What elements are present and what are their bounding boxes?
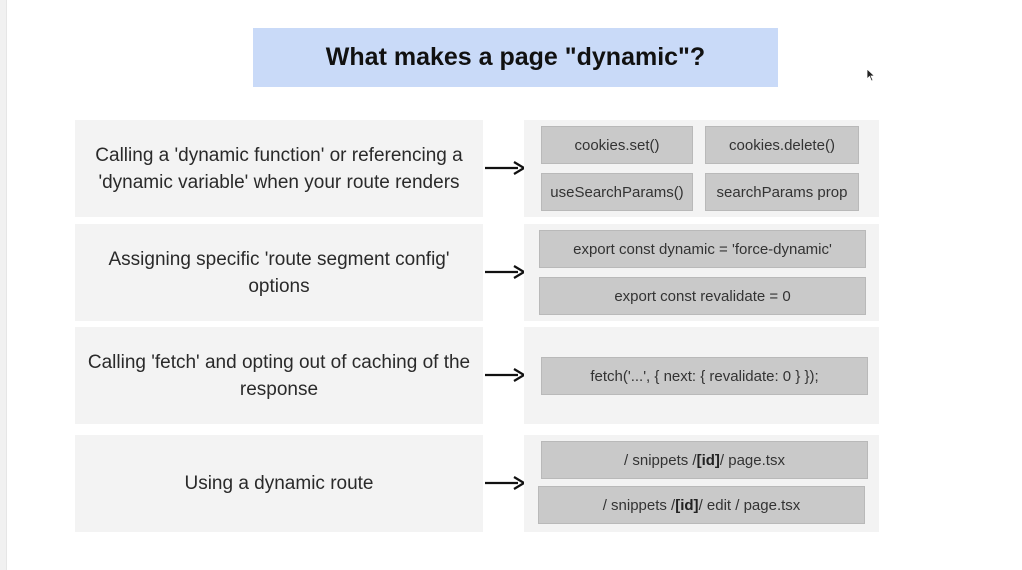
examples-panel-route-segment-config: export const dynamic = 'force-dynamic' e… xyxy=(524,224,879,321)
path-dynamic-segment: [id] xyxy=(696,451,720,469)
mouse-cursor-icon xyxy=(866,68,876,82)
examples-panel-fetch-no-cache: fetch('...', { next: { revalidate: 0 } }… xyxy=(524,327,879,424)
example-snippets-id-edit-page: / snippets / [id] / edit / page.tsx xyxy=(538,486,865,524)
reason-box-dynamic-function: Calling a 'dynamic function' or referenc… xyxy=(75,120,483,217)
arrow-icon xyxy=(485,368,526,382)
left-rail xyxy=(0,0,7,570)
arrow-icon xyxy=(485,265,526,279)
examples-panel-dynamic-route: / snippets / [id] / page.tsx / snippets … xyxy=(524,435,879,532)
example-cookies-delete: cookies.delete() xyxy=(705,126,859,164)
path-prefix: / snippets / xyxy=(624,451,697,469)
example-use-search-params: useSearchParams() xyxy=(541,173,693,211)
reason-box-dynamic-route: Using a dynamic route xyxy=(75,435,483,532)
arrow-icon xyxy=(485,161,526,175)
arrow-icon xyxy=(485,476,526,490)
example-cookies-set: cookies.set() xyxy=(541,126,693,164)
reason-box-route-segment-config: Assigning specific 'route segment config… xyxy=(75,224,483,321)
diagram-title: What makes a page "dynamic"? xyxy=(253,28,778,87)
path-prefix: / snippets / xyxy=(602,496,676,514)
path-suffix: / edit / page.tsx xyxy=(698,496,801,514)
examples-panel-dynamic-function: cookies.set() cookies.delete() useSearch… xyxy=(524,120,879,217)
path-dynamic-segment: [id] xyxy=(675,496,699,514)
example-export-dynamic: export const dynamic = 'force-dynamic' xyxy=(539,230,866,268)
example-fetch-revalidate: fetch('...', { next: { revalidate: 0 } }… xyxy=(541,357,868,395)
example-export-revalidate: export const revalidate = 0 xyxy=(539,277,866,315)
reason-box-fetch-no-cache: Calling 'fetch' and opting out of cachin… xyxy=(75,327,483,424)
example-search-params-prop: searchParams prop xyxy=(705,173,859,211)
example-snippets-id-page: / snippets / [id] / page.tsx xyxy=(541,441,868,479)
path-suffix: / page.tsx xyxy=(719,451,785,469)
